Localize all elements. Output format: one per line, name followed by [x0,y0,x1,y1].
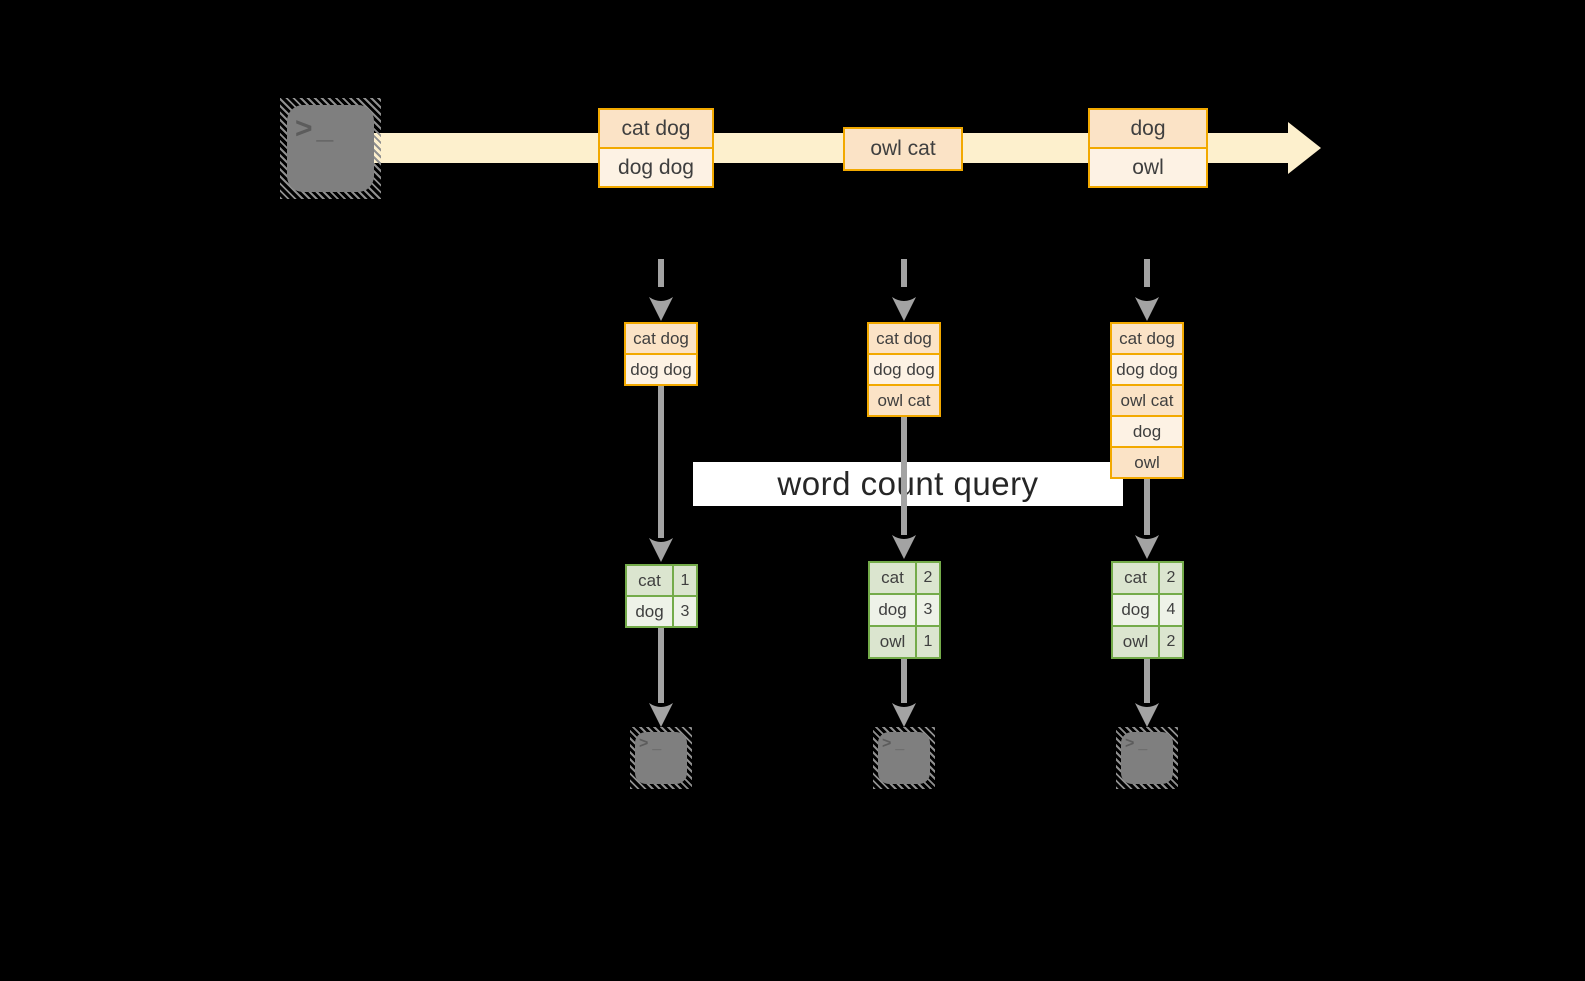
flow-arrow-buffer-to-table-1 [649,386,673,562]
count-table-2: cat 2 dog 3 owl 1 [868,561,941,659]
count-word: cat [870,563,915,593]
stream-timeline-arrowhead-icon [1288,122,1321,174]
prompt-cursor: _ [1138,735,1148,752]
count-row: cat 1 [627,566,696,595]
prompt-cursor: _ [652,735,662,752]
prompt-cursor: _ [895,735,905,752]
buffer-stack-3: cat dog dog dog owl cat dog owl [1110,322,1184,479]
buffer-cell: dog dog [626,353,696,384]
event-cell: owl cat [845,129,961,169]
count-word: cat [627,566,672,595]
flow-arrow-table-to-sink-1 [649,628,673,727]
count-row: cat 2 [870,563,939,593]
event-cell: cat dog [600,110,712,147]
flow-arrow-buffer-to-table-2 [892,417,916,559]
dashed-arrow-col1 [649,259,673,321]
count-word: owl [1113,627,1158,657]
event-cell: dog dog [600,147,712,186]
prompt-cursor: _ [316,112,334,145]
source-terminal-icon: >_ [280,98,381,199]
prompt-chevron: > [295,112,313,145]
terminal-prompt-icon: >_ [639,736,661,752]
count-table-3: cat 2 dog 4 owl 2 [1111,561,1184,659]
event-cell: dog [1090,110,1206,147]
count-row: owl 2 [1113,625,1182,657]
buffer-cell: owl cat [869,384,939,415]
count-value: 2 [1158,563,1182,593]
flow-arrow-table-to-sink-3 [1135,659,1159,727]
buffer-cell: cat dog [1112,324,1182,353]
prompt-chevron: > [639,735,649,752]
buffer-stack-2: cat dog dog dog owl cat [867,322,941,417]
count-word: owl [870,627,915,657]
count-row: owl 1 [870,625,939,657]
buffer-cell: owl [1112,446,1182,477]
flow-arrow-table-to-sink-2 [892,659,916,727]
count-row: dog 3 [870,593,939,625]
count-table-1: cat 1 dog 3 [625,564,698,628]
buffer-cell: dog [1112,415,1182,446]
dashed-arrow-col2 [892,259,916,321]
count-value: 2 [915,563,939,593]
count-value: 1 [915,627,939,657]
timeline-event-box-2: owl cat [843,127,963,171]
count-value: 1 [672,566,696,595]
sink-terminal-icon-2: >_ [873,727,935,789]
terminal-prompt-icon: >_ [1125,736,1147,752]
count-word: dog [627,597,672,626]
timeline-event-box-3: dog owl [1088,108,1208,188]
count-word: cat [1113,563,1158,593]
sink-terminal-icon-1: >_ [630,727,692,789]
buffer-cell: owl cat [1112,384,1182,415]
terminal-screen [878,732,930,784]
event-cell: owl [1090,147,1206,186]
prompt-chevron: > [1125,735,1135,752]
count-value: 4 [1158,595,1182,625]
buffer-cell: dog dog [869,353,939,384]
terminal-prompt-icon: >_ [882,736,904,752]
count-row: dog 4 [1113,593,1182,625]
terminal-screen [635,732,687,784]
timeline-event-box-1: cat dog dog dog [598,108,714,188]
count-row: dog 3 [627,595,696,626]
query-label: word count query [777,465,1039,502]
sink-terminal-icon-3: >_ [1116,727,1178,789]
dashed-arrow-col3 [1135,259,1159,321]
count-value: 3 [672,597,696,626]
count-row: cat 2 [1113,563,1182,593]
buffer-cell: cat dog [626,324,696,353]
buffer-cell: cat dog [869,324,939,353]
prompt-chevron: > [882,735,892,752]
count-word: dog [1113,595,1158,625]
terminal-screen [287,105,374,192]
count-value: 2 [1158,627,1182,657]
buffer-stack-1: cat dog dog dog [624,322,698,386]
buffer-cell: dog dog [1112,353,1182,384]
terminal-screen [1121,732,1173,784]
count-value: 3 [915,595,939,625]
flow-arrow-buffer-to-table-3 [1135,479,1159,559]
query-label-box: word count query [693,462,1123,506]
count-word: dog [870,595,915,625]
terminal-prompt-icon: >_ [295,114,333,144]
